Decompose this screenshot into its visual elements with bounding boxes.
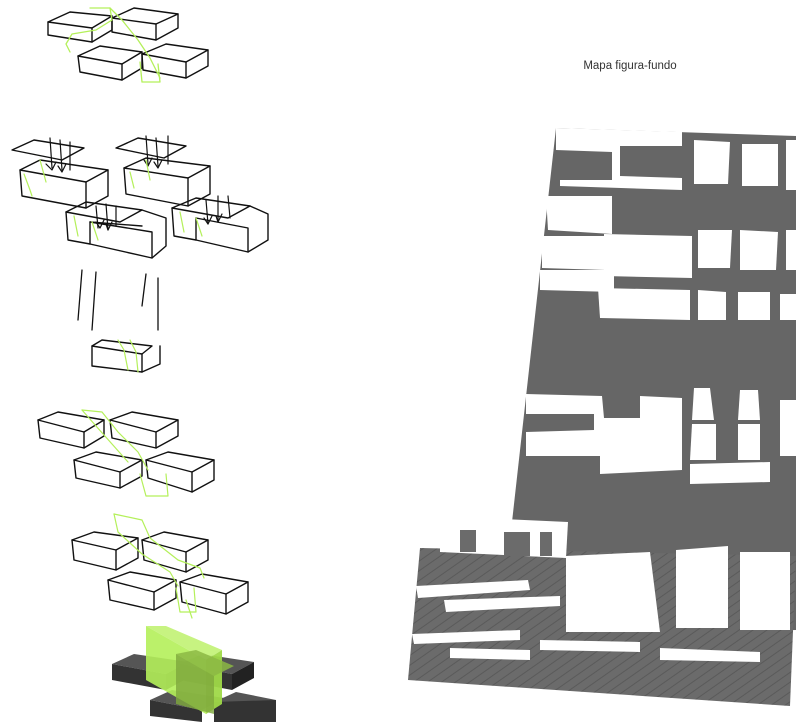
figure-ground-map: [0, 0, 796, 722]
